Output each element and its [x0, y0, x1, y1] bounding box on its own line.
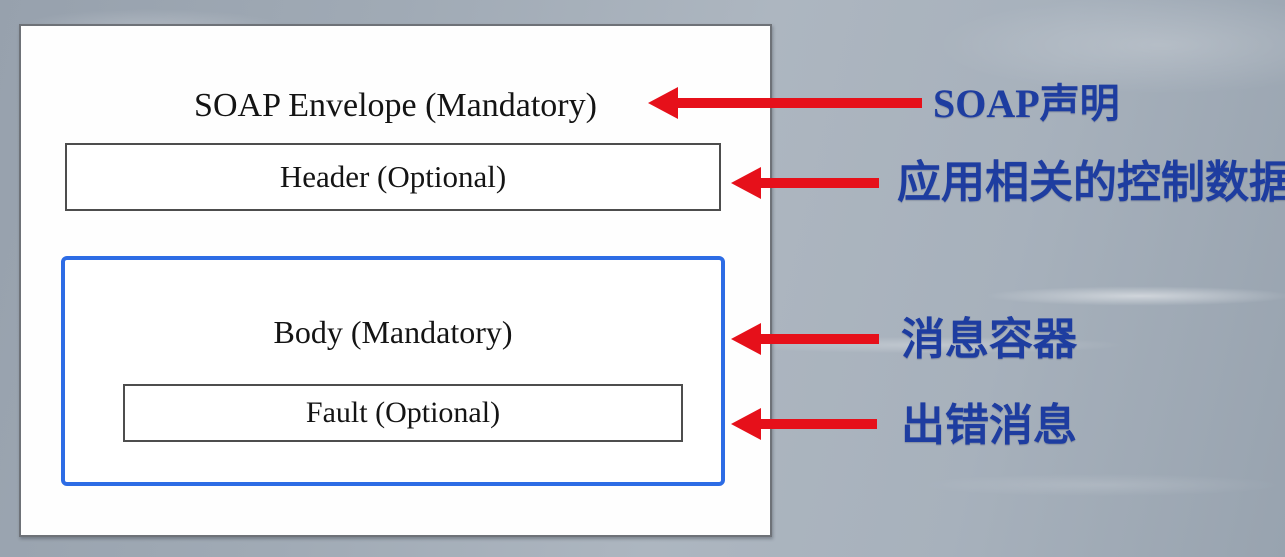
annotation-control-data: 应用相关的控制数据	[897, 158, 1285, 207]
arrow-head-icon	[648, 87, 678, 119]
red-arrow-to-envelope	[648, 87, 922, 119]
soap-envelope-title: SOAP Envelope (Mandatory)	[194, 87, 597, 124]
fault-box: Fault (Optional)	[123, 384, 683, 442]
body-label: Body (Mandatory)	[273, 314, 513, 350]
arrow-head-icon	[731, 323, 761, 355]
arrow-shaft	[677, 98, 922, 108]
annotation-message-container: 消息容器	[901, 315, 1077, 364]
arrow-head-icon	[731, 408, 761, 440]
header-label: Header (Optional)	[279, 159, 507, 194]
header-box: Header (Optional)	[65, 143, 721, 211]
annotation-soap-declaration: SOAP声明	[933, 81, 1120, 126]
red-arrow-to-fault	[731, 408, 877, 440]
arrow-shaft	[760, 178, 879, 188]
arrow-shaft	[760, 334, 879, 344]
arrow-head-icon	[731, 167, 761, 199]
arrow-shaft	[760, 419, 877, 429]
fault-label: Fault (Optional)	[305, 396, 501, 429]
red-arrow-to-header	[731, 167, 879, 199]
annotation-error-message: 出错消息	[901, 401, 1077, 450]
red-arrow-to-body	[731, 323, 879, 355]
soap-envelope-box: SOAP Envelope (Mandatory) Header (Option…	[19, 24, 772, 537]
body-box: Body (Mandatory) Fault (Optional)	[61, 256, 725, 486]
